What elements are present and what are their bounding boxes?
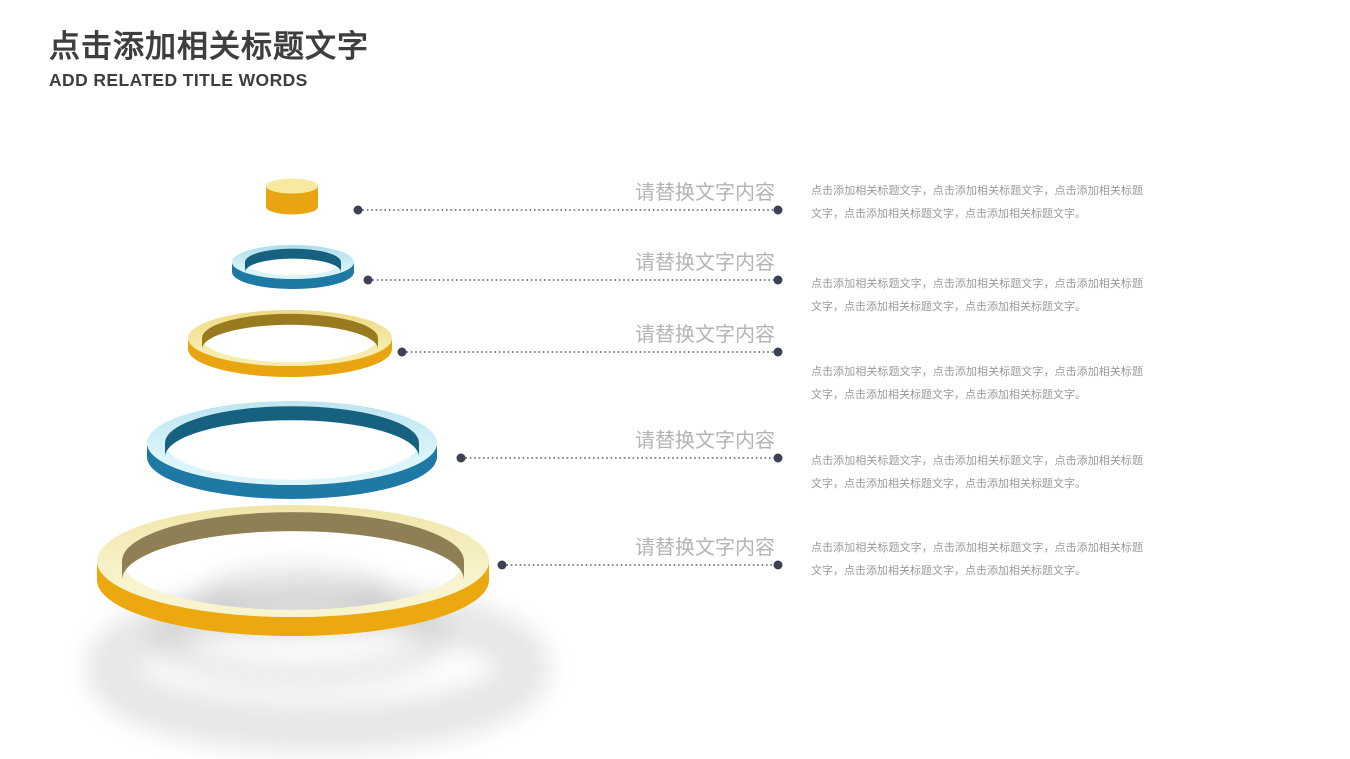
row-4-heading[interactable]: 请替换文字内容 [635,430,775,452]
row-2-body[interactable]: 点击添加相关标题文字，点击添加相关标题文字，点击添加相关标题文字，点击添加相关标… [811,278,1143,313]
row-5-body[interactable]: 点击添加相关标题文字，点击添加相关标题文字，点击添加相关标题文字，点击添加相关标… [811,542,1143,577]
ring-level-3-gold [188,310,392,377]
page-subtitle[interactable]: ADD RELATED TITLE WORDS [49,70,308,90]
row-1-body[interactable]: 点击添加相关标题文字，点击添加相关标题文字，点击添加相关标题文字，点击添加相关标… [811,185,1143,220]
ring-level-4-blue [146,400,438,499]
row-5-heading[interactable]: 请替换文字内容 [635,537,775,559]
ring-level-5-gold [96,504,489,636]
connector-end-dots [353,205,783,570]
page-title[interactable]: 点击添加相关标题文字 [49,29,369,64]
row-2-heading[interactable]: 请替换文字内容 [635,252,775,274]
ring-level-1-gold-cylinder [266,178,318,215]
ring-level-2-blue [232,245,354,289]
row-3-heading[interactable]: 请替换文字内容 [635,324,775,346]
row-4-body[interactable]: 点击添加相关标题文字，点击添加相关标题文字，点击添加相关标题文字，点击添加相关标… [811,455,1143,490]
row-3-body[interactable]: 点击添加相关标题文字，点击添加相关标题文字，点击添加相关标题文字，点击添加相关标… [811,366,1143,401]
connector-lines [358,209,778,566]
row-1-heading[interactable]: 请替换文字内容 [635,182,775,204]
title-block: 点击添加相关标题文字 ADD RELATED TITLE WORDS [49,28,369,91]
